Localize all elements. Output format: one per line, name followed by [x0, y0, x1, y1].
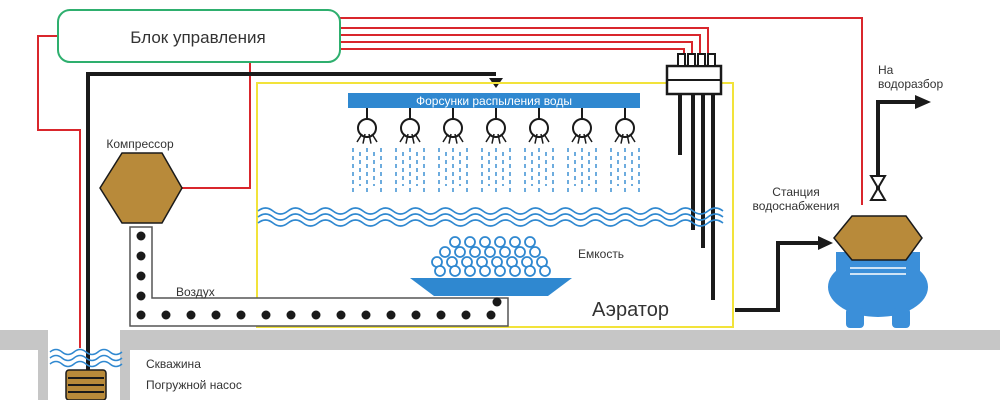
bubble: [449, 236, 461, 248]
pump-label: Погружной насос: [146, 378, 242, 392]
bubble: [499, 246, 511, 258]
station-label-1: Станция: [772, 185, 819, 199]
outlet-label-2: водоразбор: [878, 77, 943, 91]
bubble: [524, 265, 536, 277]
bubble: [449, 265, 461, 277]
bubble: [524, 236, 536, 248]
air-label: Воздух: [176, 285, 215, 299]
nozzles-label: Форсунки распыления воды: [416, 94, 572, 108]
outlet-label-1: На: [878, 63, 894, 77]
air-bubbles: [431, 236, 551, 277]
bubble: [469, 246, 481, 258]
station-label-2: водоснабжения: [753, 199, 840, 213]
nozzle-icon: [356, 108, 378, 144]
nozzle-icon: [614, 108, 636, 144]
bubble: [494, 236, 506, 248]
bubble: [464, 265, 476, 277]
outlet-arrow-icon: [915, 95, 931, 109]
bubble: [439, 246, 451, 258]
valve-icon: [869, 175, 887, 201]
nozzles: [356, 108, 636, 144]
bubble: [479, 265, 491, 277]
compressor-label: Компрессор: [106, 137, 174, 151]
bubble: [509, 265, 521, 277]
nozzle-icon: [399, 108, 421, 144]
well-water: [49, 348, 123, 368]
bubble: [494, 265, 506, 277]
nozzle-icon: [571, 108, 593, 144]
control-wires: [37, 17, 863, 348]
bubble: [509, 236, 521, 248]
arrow-to-station-icon: [818, 236, 833, 250]
submersible-pump-icon: [65, 369, 107, 400]
valve-manifold: [665, 53, 723, 96]
ground: [0, 330, 1000, 400]
bubble: [529, 246, 541, 258]
diffuser-tank: [410, 278, 572, 296]
bubble: [454, 246, 466, 258]
compressor-icon: [99, 152, 183, 224]
air-line-outline: [129, 226, 509, 327]
control-unit: [57, 9, 341, 63]
aerator-box: [256, 82, 734, 328]
bubble: [464, 236, 476, 248]
air-line-dots: [136, 231, 502, 320]
water-supply-station: [828, 215, 928, 328]
bubble: [514, 246, 526, 258]
bubble: [484, 246, 496, 258]
nozzle-icon: [485, 108, 507, 144]
water-surface: [257, 207, 724, 227]
aerator-label: Аэратор: [592, 299, 669, 321]
nozzle-icon: [442, 108, 464, 144]
nozzle-bar: [348, 93, 640, 108]
pipes: [86, 72, 918, 370]
spray: [352, 148, 640, 192]
control-unit-label: Блок управления: [130, 28, 265, 47]
tank-label: Емкость: [578, 247, 624, 261]
well-label: Скважина: [146, 357, 201, 371]
nozzle-icon: [528, 108, 550, 144]
bubble: [539, 265, 551, 277]
bubble: [434, 265, 446, 277]
bubble: [479, 236, 491, 248]
